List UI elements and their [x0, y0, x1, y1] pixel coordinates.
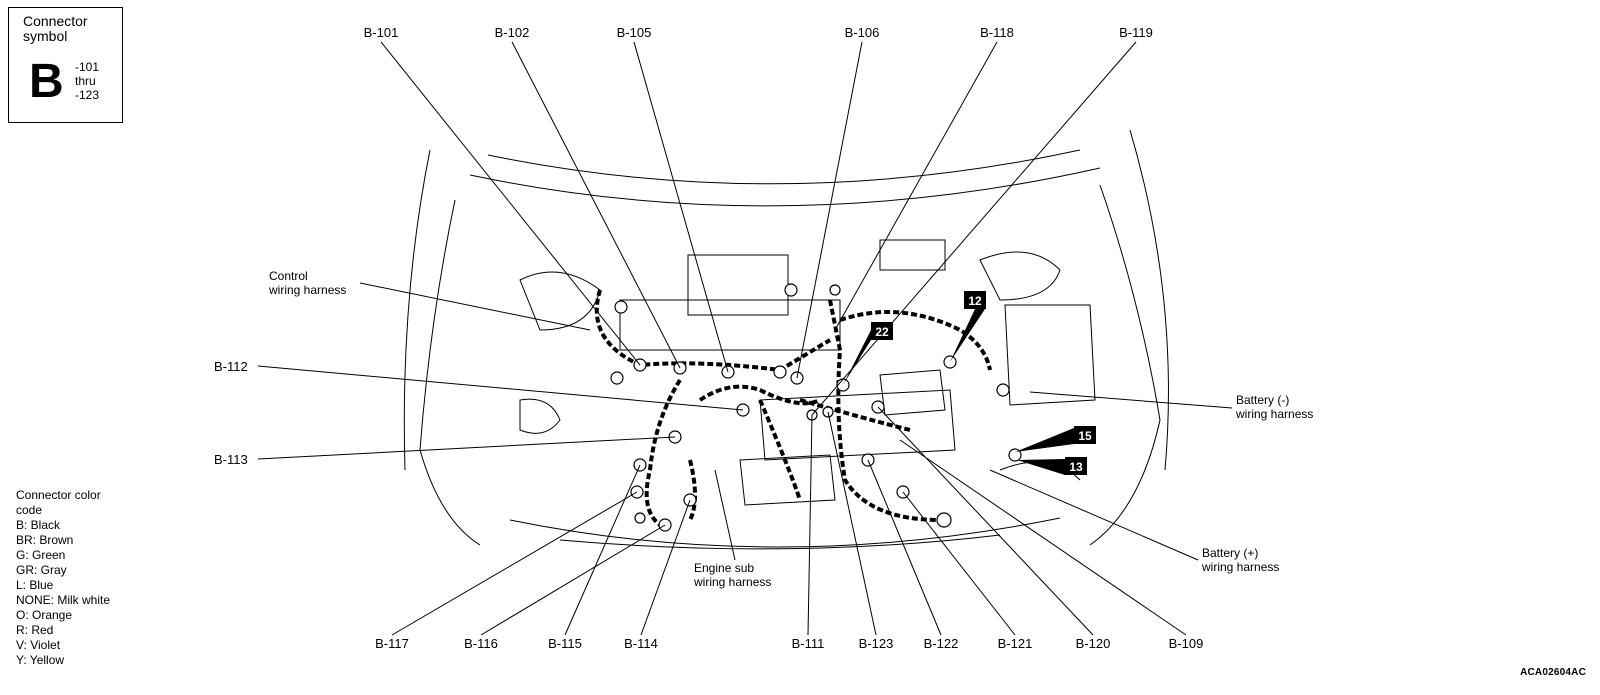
leader-line	[827, 411, 877, 636]
engine-outline	[403, 129, 1169, 550]
tag-22-box	[871, 322, 893, 340]
label-b-122: B-122	[924, 636, 959, 651]
connector-symbol-letter: B	[29, 55, 64, 108]
label-battery-neg-harness-1: Battery (-)	[1236, 393, 1289, 407]
label-b-119: B-119	[1119, 25, 1153, 40]
connector-symbol-box: Connector symbol B -101 thru -123	[8, 7, 123, 123]
label-b-120: B-120	[1076, 636, 1111, 651]
connectors	[610, 283, 1022, 532]
leader-line	[640, 499, 691, 636]
leader-line	[989, 469, 1199, 561]
label-battery-neg-harness-2: wiring harness	[1235, 407, 1313, 421]
legend-item: Y: Yellow	[16, 653, 65, 667]
leader-line	[877, 406, 1094, 636]
label-b-118: B-118	[980, 25, 1014, 40]
tag-13-box	[1065, 457, 1087, 475]
leader-line	[380, 41, 641, 366]
tag-15-box	[1074, 426, 1096, 444]
legend-title: Connector color code	[16, 488, 101, 517]
range-to: -123	[75, 88, 100, 102]
tag-15: 15	[1078, 429, 1092, 443]
leader-line	[796, 41, 863, 379]
tag-22: 22	[875, 325, 889, 339]
leader-line	[867, 459, 942, 636]
legend-item: BR: Brown	[16, 533, 74, 547]
leader-line	[633, 41, 729, 373]
label-b-111: B-111	[792, 636, 825, 651]
figure-code: ACA02604AC	[1520, 667, 1586, 678]
label-b-113: B-113	[214, 452, 248, 467]
legend-item: R: Red	[16, 623, 54, 637]
leader-line	[564, 464, 641, 636]
tag-13: 13	[1069, 460, 1083, 474]
legend-item: V: Violet	[16, 638, 61, 652]
legend-item: O: Orange	[16, 608, 73, 622]
label-b-121: B-121	[998, 636, 1033, 651]
legend-item: GR: Gray	[16, 563, 67, 577]
label-b-105: B-105	[617, 25, 652, 40]
label-b-115: B-115	[548, 636, 582, 651]
label-b-109: B-109	[1169, 636, 1204, 651]
leader-line	[391, 491, 638, 636]
leader-line	[480, 524, 666, 636]
label-b-116: B-116	[464, 636, 498, 651]
connector-labels: B-101 B-102 B-105 B-106 B-118 B-119 B-11…	[214, 25, 1313, 651]
label-b-117: B-117	[375, 636, 409, 651]
leader-line	[899, 439, 1187, 636]
connector-symbol-title: Connector symbol	[23, 13, 88, 44]
label-b-123: B-123	[859, 636, 894, 651]
leader-lines	[257, 41, 1233, 636]
legend-item: L: Blue	[16, 578, 54, 592]
label-engine-sub-harness-1: Engine sub	[694, 561, 754, 575]
tag-12-box	[964, 291, 986, 309]
range-from: -101	[75, 60, 100, 74]
tag-12: 12	[968, 294, 982, 308]
leader-line	[714, 469, 736, 561]
label-b-101: B-101	[364, 25, 399, 40]
leader-line	[257, 365, 744, 411]
label-control-harness-2: wiring harness	[268, 283, 346, 297]
label-b-114: B-114	[624, 636, 658, 651]
label-battery-pos-harness-1: Battery (+)	[1202, 546, 1258, 560]
leader-line	[811, 41, 1137, 416]
legend-item: NONE: Milk white	[16, 593, 111, 607]
label-engine-sub-harness-2: wiring harness	[693, 575, 771, 589]
legend-item: B: Black	[16, 518, 61, 532]
label-b-102: B-102	[495, 25, 530, 40]
leader-line	[1029, 391, 1233, 409]
leader-line	[834, 41, 998, 331]
label-battery-pos-harness-2: wiring harness	[1201, 560, 1279, 574]
leader-line	[902, 491, 1016, 636]
tag-markers: 12 22 15 13	[843, 291, 1096, 475]
label-b-106: B-106	[845, 25, 880, 40]
connector-color-legend: Connector color code B: Black BR: Brown …	[16, 488, 126, 668]
label-b-112: B-112	[214, 359, 248, 374]
label-control-harness-1: Control	[269, 269, 308, 283]
wiring-harnesses	[594, 289, 992, 527]
leader-line	[511, 41, 681, 369]
range-mid: thru	[75, 74, 96, 88]
leader-line	[807, 414, 813, 636]
leader-line	[359, 282, 591, 331]
connector-symbol-range: -101 thru -123	[75, 60, 120, 102]
legend-item: G: Green	[16, 548, 66, 562]
leader-line	[257, 436, 676, 460]
